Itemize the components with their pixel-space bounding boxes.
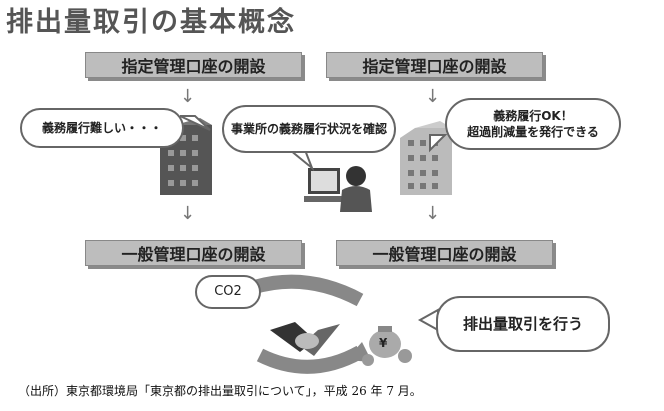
- designated-account-box-left: 指定管理口座の開設: [85, 52, 302, 78]
- source-citation: （出所）東京都環境局「東京都の排出量取引について」，平成 26 年 7 月。: [18, 384, 422, 398]
- bubble-right-tail: [429, 134, 448, 153]
- bubble-conduct-trade: 排出量取引を行う: [436, 296, 610, 352]
- officer-at-computer-icon: [304, 166, 372, 212]
- bubble-obligation-ok: 義務履行OK！ 超過削減量を発行できる: [445, 98, 621, 150]
- page-title: 排出量取引の基本概念: [6, 7, 296, 38]
- designated-account-box-right: 指定管理口座の開設: [326, 52, 543, 78]
- down-arrow-top-right: ↓: [425, 86, 441, 107]
- bubble-obligation-ok-line2: 超過削減量を発行できる: [467, 125, 599, 139]
- handshake-icon: [270, 322, 340, 356]
- bubble-obligation-ok-line1: 義務履行OK！: [493, 108, 573, 123]
- down-arrow-top-left: ↓: [180, 86, 196, 107]
- general-account-box-left: 一般管理口座の開設: [85, 240, 302, 266]
- building-right-icon: [400, 121, 452, 195]
- down-arrow-bottom-right: ↓: [425, 203, 441, 224]
- co2-cloud: CO2: [195, 275, 261, 309]
- bubble-left-tail: [179, 115, 211, 131]
- down-arrow-bottom-left: ↓: [180, 203, 196, 224]
- general-account-box-right: 一般管理口座の開設: [336, 240, 553, 266]
- bubble-obligation-difficult: 義務履行難しい・・・: [20, 108, 184, 148]
- yen-symbol: ¥: [379, 336, 388, 350]
- bubble-check-status: 事業所の義務履行状況を確認: [222, 105, 396, 153]
- money-bag-icon: [362, 326, 412, 366]
